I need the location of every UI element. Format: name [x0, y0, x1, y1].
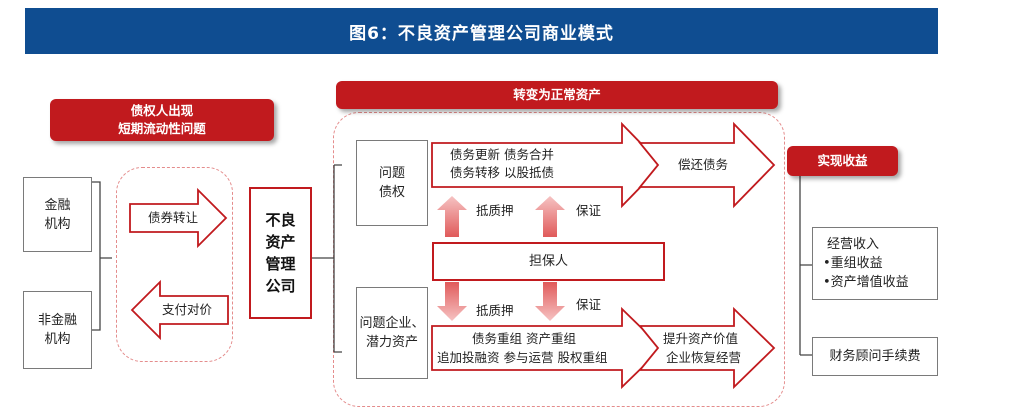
financial-institution-box: 金融 机构 — [23, 177, 92, 252]
problem-enterprise-box: 问题企业、 潜力资产 — [356, 287, 428, 379]
payment-arrow-label: 支付对价 — [162, 302, 213, 317]
upper-flow-result: 偿还债务 — [678, 157, 729, 172]
transfer-region — [116, 167, 233, 362]
pledge-upper-label: 抵质押 — [476, 203, 514, 218]
lower-flow-line2: 追加投融资 参与运营 股权重组 — [437, 350, 608, 365]
nonfinancial-institution-box: 非金融 机构 — [23, 291, 92, 369]
right-bracket — [799, 160, 812, 356]
lower-flow-line1: 债务重组 资产重组 — [472, 331, 576, 346]
upper-flow-line1: 债务更新 债务合并 — [450, 147, 554, 162]
lower-result-arrow-shape — [638, 306, 776, 390]
realized-income-box: 实现收益 — [787, 146, 898, 176]
creditor-liquidity-box: 债权人出现 短期流动性问题 — [50, 99, 274, 141]
advisory-fee-box: 财务顾问手续费 — [812, 337, 938, 376]
operating-income-item1: •重组收益 — [823, 256, 883, 271]
problem-debt-box: 问题 债权 — [356, 140, 428, 226]
guarantor-box: 担保人 — [432, 242, 665, 281]
page-title: 图6：不良资产管理公司商业模式 — [349, 23, 614, 44]
guarantee-lower-label: 保证 — [576, 297, 602, 312]
header-bar: 图6：不良资产管理公司商业模式 — [25, 8, 938, 54]
upper-result-arrow-shape — [638, 121, 776, 209]
payment-arrow-shape — [130, 279, 229, 341]
lower-flow-result-line2: 企业恢复经营 — [666, 350, 742, 365]
guarantee-down-arrow-shape — [535, 282, 565, 321]
upper-flow-line2: 债务转移 以股抵债 — [450, 165, 554, 180]
middle-bracket — [312, 164, 342, 353]
transfer-arrow-label: 债券转让 — [148, 210, 199, 225]
operating-income-box: 经营收入 •重组收益 •资产增值收益 — [812, 227, 938, 300]
operating-income-item2: •资产增值收益 — [823, 275, 909, 290]
left-bracket — [92, 181, 112, 331]
transfer-arrow-shape — [129, 187, 228, 249]
amc-box: 不良 资产 管理 公司 — [249, 187, 312, 319]
normal-asset-banner: 转变为正常资产 — [336, 81, 778, 109]
pledge-down-arrow-shape — [437, 282, 467, 321]
operating-income-title: 经营收入 — [827, 237, 880, 252]
lower-flow-arrow-shape — [431, 306, 664, 390]
guarantee-upper-label: 保证 — [576, 203, 602, 218]
pledge-lower-label: 抵质押 — [476, 303, 514, 318]
pledge-up-arrow-shape — [437, 196, 467, 237]
lower-flow-result-line1: 提升资产价值 — [663, 331, 739, 346]
guarantee-up-arrow-shape — [535, 196, 565, 237]
